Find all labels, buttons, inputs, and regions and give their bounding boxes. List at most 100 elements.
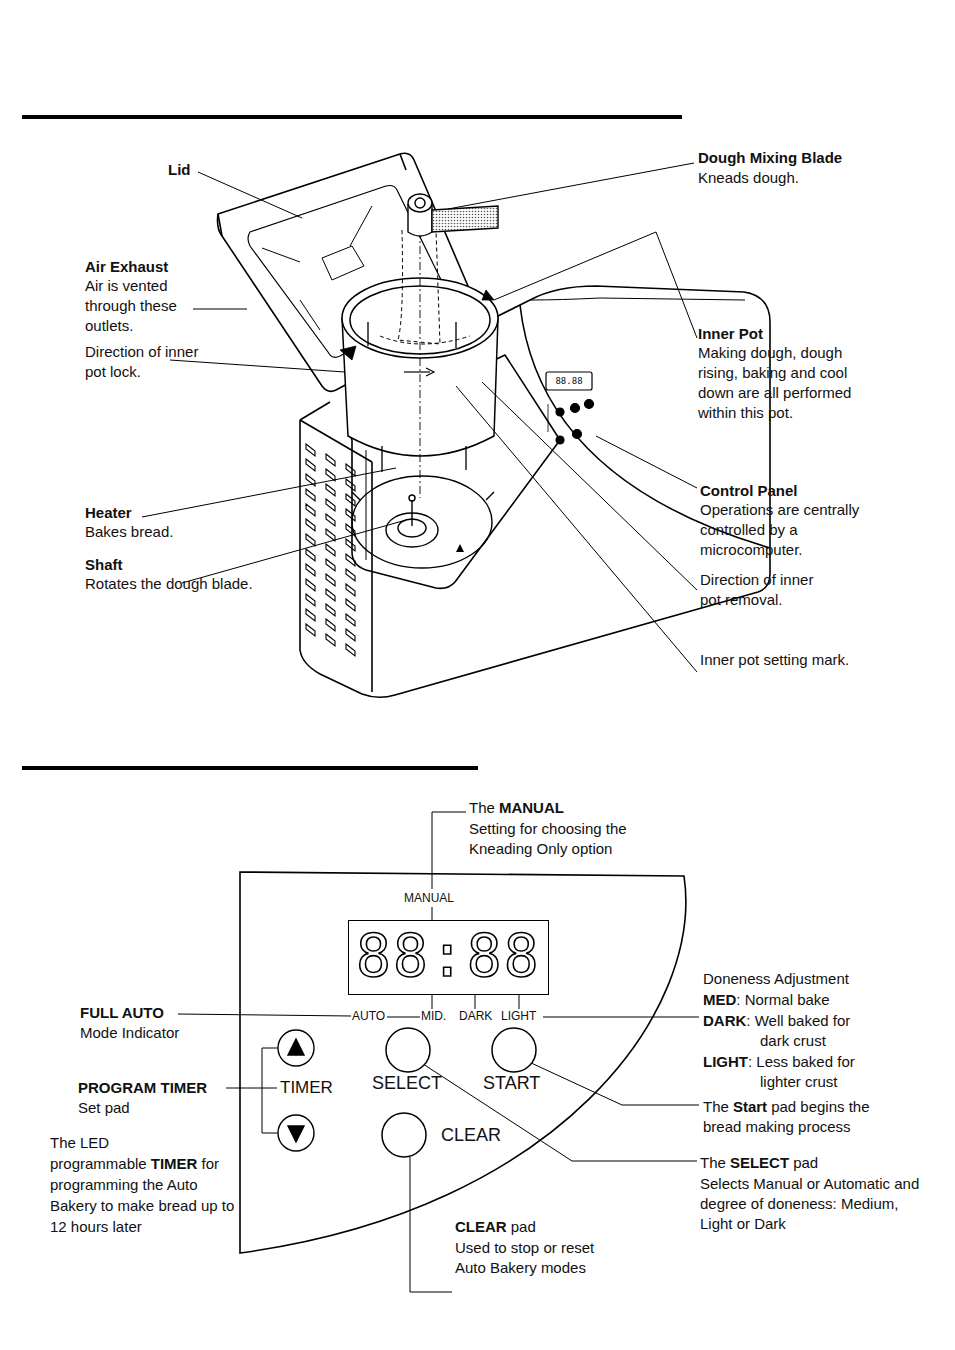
inner-pot <box>426 368 434 376</box>
machine-body <box>300 402 330 420</box>
air-vent <box>306 444 315 456</box>
shaft <box>409 495 415 501</box>
timer-button <box>278 1115 314 1151</box>
label-heading: SELECT <box>730 1154 789 1171</box>
display-digits: 88:88 <box>349 921 548 991</box>
air-vent <box>306 609 315 621</box>
callout-label: Making dough, dough rising, baking and c… <box>698 343 883 423</box>
callout-label: Air Exhaust <box>85 257 168 277</box>
leader-line <box>142 163 697 672</box>
air-vent <box>326 544 335 556</box>
panel-leader-line <box>432 812 466 889</box>
label-heading: Air Exhaust <box>85 258 168 275</box>
panel-leader-line <box>262 1048 278 1133</box>
label-heading: Heater <box>85 504 132 521</box>
air-vent <box>306 594 315 606</box>
leader-line <box>142 468 396 517</box>
callout-label: MANUAL <box>404 891 454 906</box>
air-vent <box>306 579 315 591</box>
callout-label: DARK <box>459 1009 492 1024</box>
button-circle <box>382 1113 426 1157</box>
panel-button: CLEAR <box>380 1111 510 1161</box>
air-vent <box>306 624 315 636</box>
label-text: : Well baked for dark crust <box>746 1012 850 1049</box>
inner-pot <box>340 230 498 472</box>
label-text: : Normal bake <box>736 991 829 1008</box>
air-vent <box>346 554 355 566</box>
label-text: Operations are centrally controlled by a… <box>700 501 859 558</box>
machine-body <box>366 450 367 560</box>
label-heading: MED <box>703 991 736 1008</box>
leader-line <box>448 163 694 209</box>
inner-pot <box>380 336 470 344</box>
label-heading: LIGHT <box>703 1053 748 1070</box>
button-label: CLEAR <box>441 1124 501 1146</box>
air-vent <box>346 539 355 551</box>
air-vent <box>346 464 355 476</box>
leader-line <box>182 520 406 583</box>
callout-label: 88.88 <box>548 374 590 388</box>
label-heading: CLEAR <box>455 1218 507 1235</box>
label-heading: Control Panel <box>700 482 798 499</box>
callout-label: Mode Indicator <box>80 1023 179 1043</box>
callout-label: Lid <box>168 160 191 180</box>
panel-leader-line <box>226 1088 277 1089</box>
section-rule <box>22 115 682 119</box>
label-text: Doneness Adjustment <box>703 970 849 987</box>
callout-label: Direction of inner pot removal. <box>700 570 830 610</box>
label-text: Direction of inner pot removal. <box>700 571 813 608</box>
panel-leader-line <box>475 995 476 1009</box>
callout-label: Operations are centrally controlled by a… <box>700 500 860 560</box>
callout-label: Setting for choosing the Kneading Only o… <box>469 819 659 859</box>
dough-blade <box>408 194 498 236</box>
air-vent <box>306 534 315 546</box>
label-text: : Less baked for lighter crust <box>748 1053 855 1090</box>
callout-label: Set pad <box>78 1098 130 1118</box>
label-text: Set pad <box>78 1099 130 1116</box>
callout-label: DARK: Well baked for dark crust <box>703 1011 878 1051</box>
lid <box>218 154 406 236</box>
callout-label: LIGHT <box>501 1009 536 1024</box>
callout-label: CLEARpad <box>455 1217 536 1237</box>
label-text: The <box>703 1098 729 1115</box>
label-text: Selects Manual or Automatic and degree o… <box>700 1175 919 1232</box>
air-vent <box>346 494 355 506</box>
label-text: Mode Indicator <box>80 1024 179 1041</box>
air-vent <box>326 589 335 601</box>
air-vent <box>326 604 335 616</box>
callout-label: Inner pot setting mark. <box>700 650 849 670</box>
air-vent <box>326 484 335 496</box>
machine-body <box>530 298 745 300</box>
leader-line <box>456 386 697 672</box>
label-heading: FULL AUTO <box>80 1004 164 1021</box>
callout-label: The LED programmableTIMERfor programming… <box>50 1132 238 1237</box>
callout-label: LIGHT: Less baked for lighter crust <box>703 1052 878 1092</box>
machine-control-panel <box>548 404 549 432</box>
control-panel-outline <box>240 872 686 1253</box>
label-text: The <box>700 1154 726 1171</box>
label-text: The <box>469 799 495 816</box>
callout-label: Doneness Adjustment <box>703 969 849 989</box>
label-heading: DARK <box>703 1012 746 1029</box>
label-text: The LED programmable <box>50 1134 147 1172</box>
air-vent <box>326 634 335 646</box>
leader-line <box>170 360 345 372</box>
air-vent <box>326 619 335 631</box>
label-text: DARK <box>459 1009 492 1023</box>
air-vent <box>346 629 355 641</box>
callout-label: Kneads dough. <box>698 168 799 188</box>
heater <box>352 492 494 500</box>
panel-leader-line <box>178 812 699 1292</box>
panel-leader-line <box>410 1157 452 1292</box>
air-vent <box>346 614 355 626</box>
air-vent <box>306 489 315 501</box>
label-text: pad <box>511 1218 536 1235</box>
panel-leader-line <box>529 1062 699 1105</box>
air-vent <box>306 519 315 531</box>
callout-label: FULL AUTO <box>80 1003 164 1023</box>
axis-line <box>420 214 421 498</box>
dough-blade <box>408 194 432 212</box>
control-panel-outline <box>240 872 686 1253</box>
